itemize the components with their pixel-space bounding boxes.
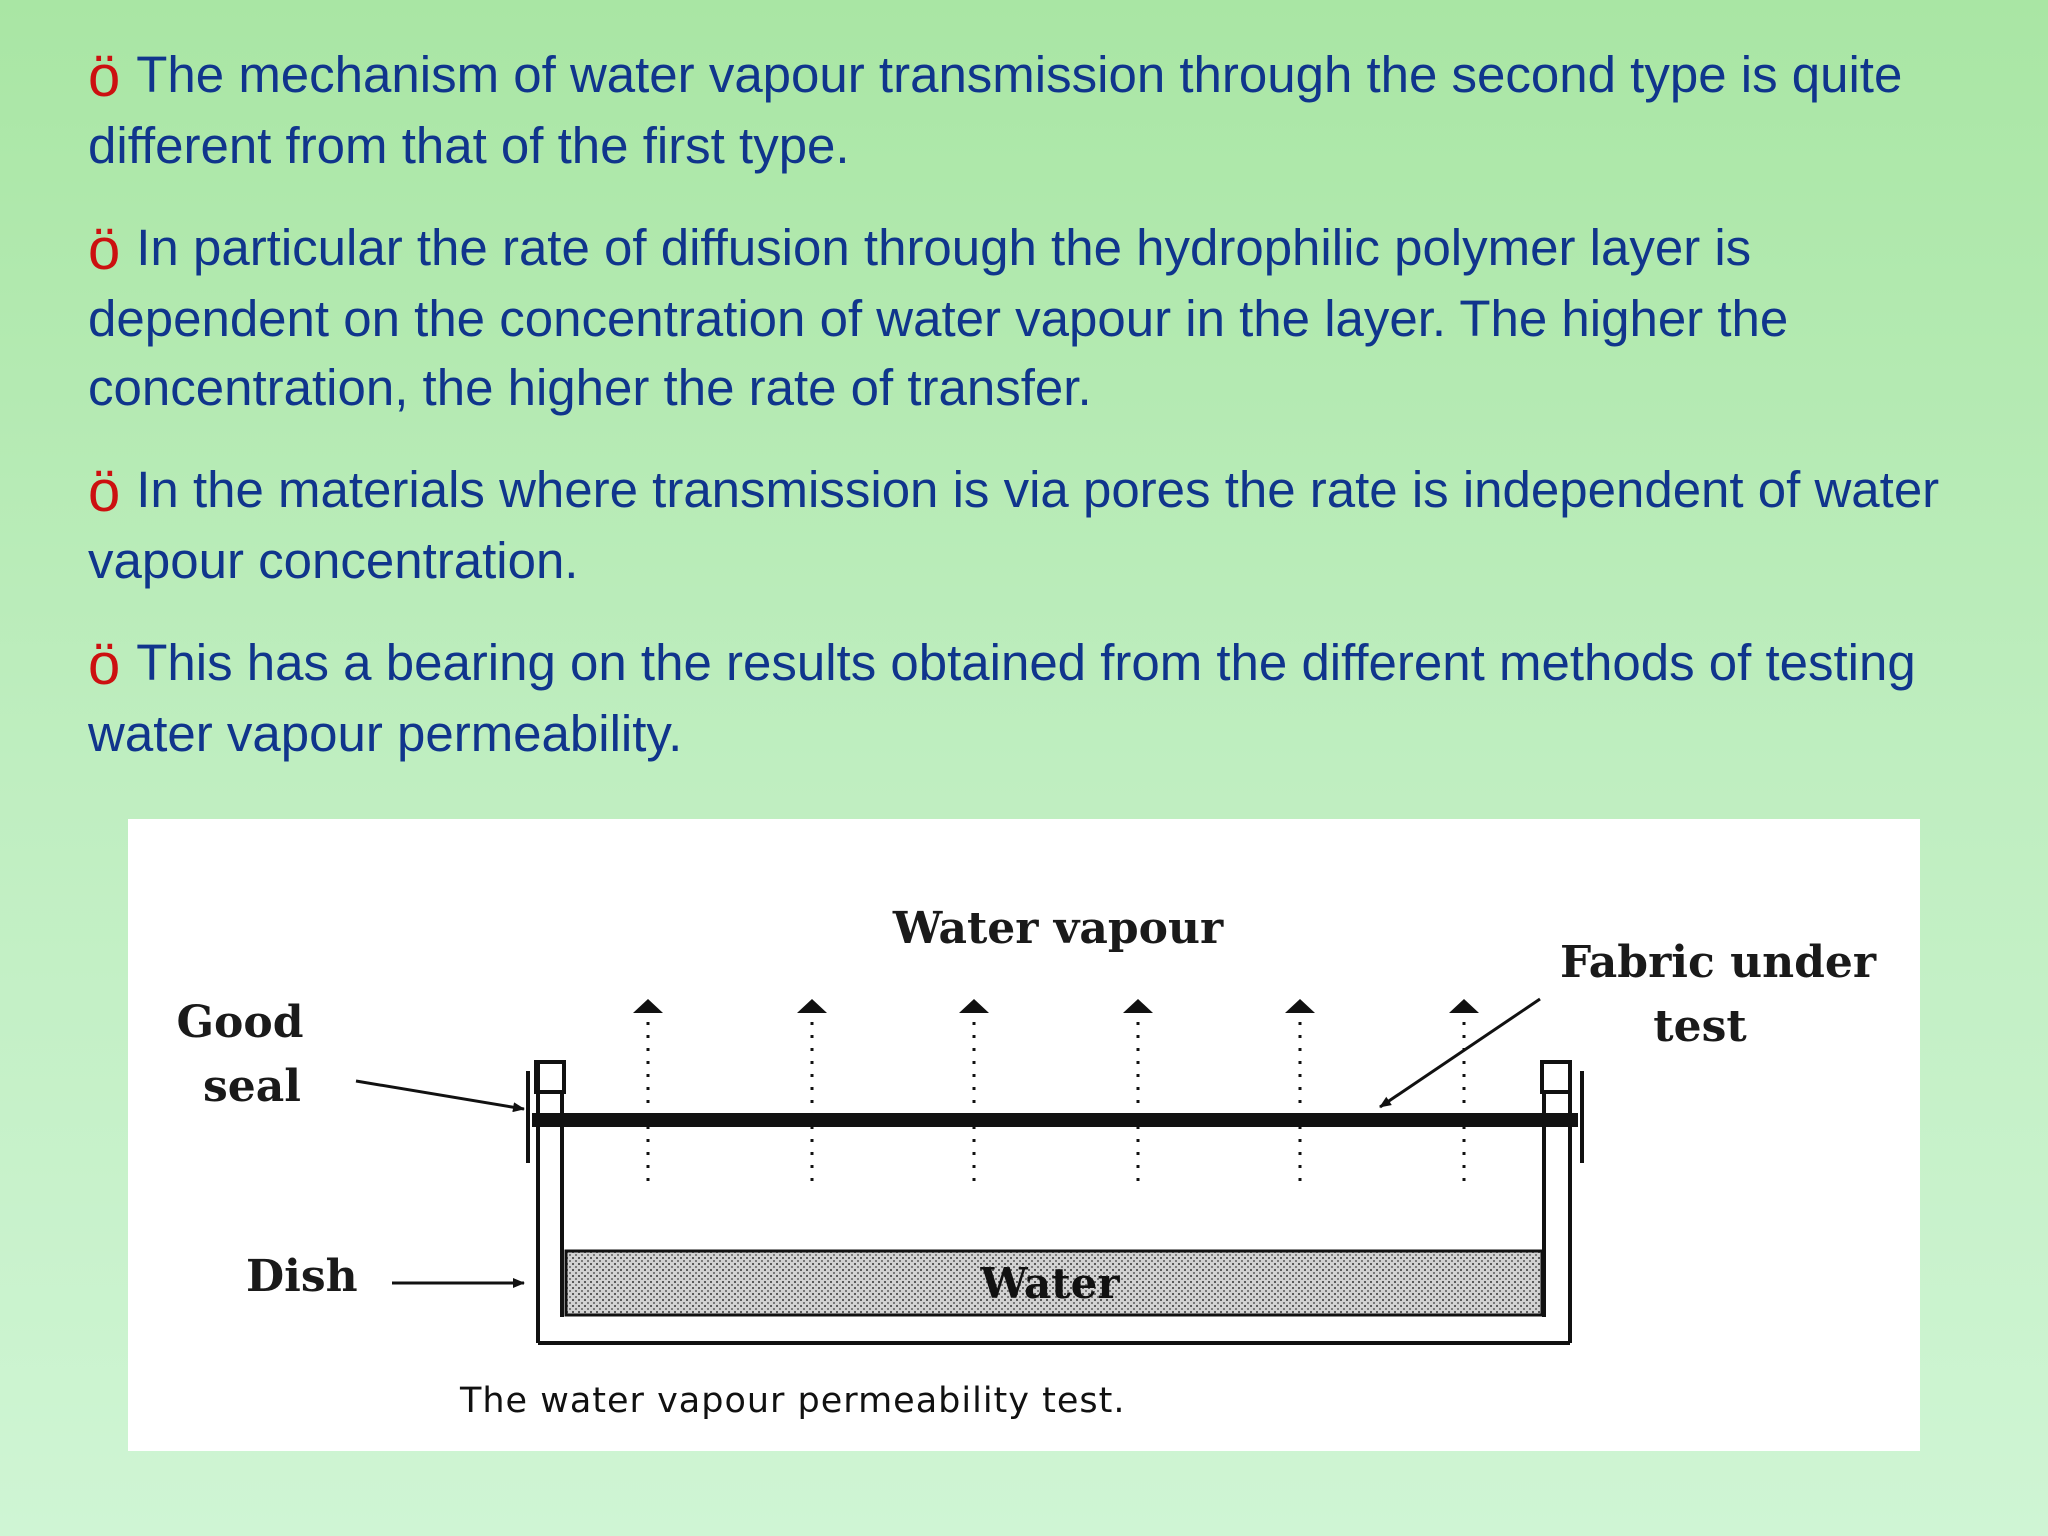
fabric-label-line1: Fabric under bbox=[1560, 937, 1877, 988]
bullet-icon: ö bbox=[88, 459, 121, 524]
bullet-text: In the materials where transmission is v… bbox=[88, 461, 1940, 589]
vapour-arrowheads bbox=[633, 999, 1479, 1013]
figure-caption: The water vapour permeability test. bbox=[459, 1381, 1125, 1421]
dish-label: Dish bbox=[246, 1251, 358, 1302]
bullet-icon: ö bbox=[88, 44, 121, 109]
seal-pointer-arrow bbox=[355, 1079, 525, 1113]
bullet-icon: ö bbox=[88, 632, 121, 697]
permeability-test-figure: Water vapour Fabric under test Good seal… bbox=[128, 819, 1920, 1451]
bullet-text: The mechanism of water vapour transmissi… bbox=[88, 46, 1903, 174]
seal-label-line1: Good bbox=[176, 997, 303, 1048]
water-fill bbox=[564, 1249, 1544, 1317]
fabric-label-line2: test bbox=[1653, 1001, 1747, 1052]
fabric-pointer-arrow bbox=[1379, 997, 1541, 1109]
permeability-test-diagram: Water vapour Fabric under test Good seal… bbox=[176, 903, 1877, 1421]
dish bbox=[534, 1060, 1572, 1345]
bullet-text: In particular the rate of diffusion thro… bbox=[88, 219, 1789, 416]
bullet-text: This has a bearing on the results obtain… bbox=[88, 634, 1916, 762]
vapour-arrows bbox=[646, 1009, 1466, 1189]
water-vapour-label: Water vapour bbox=[892, 903, 1224, 954]
water-label: Water bbox=[980, 1259, 1121, 1308]
bullet-icon: ö bbox=[88, 217, 121, 282]
seal-label-line2: seal bbox=[203, 1061, 301, 1112]
fabric-layer bbox=[532, 1113, 1578, 1127]
